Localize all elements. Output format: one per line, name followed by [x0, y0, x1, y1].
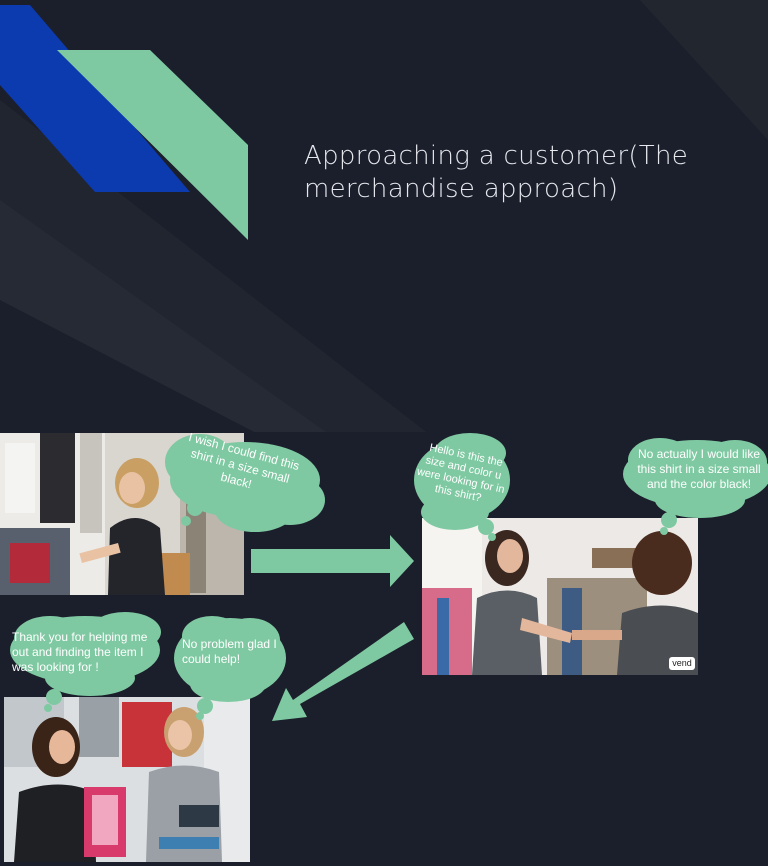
- vend-logo: vend: [669, 657, 695, 670]
- blue-accent-shape: [0, 5, 190, 192]
- photo-associate-helping: [422, 518, 698, 675]
- green-accent-shape: [57, 50, 248, 240]
- customer-browsing-image: [0, 433, 244, 595]
- bubble-text-customer-thanks: Thank you for helping me out and finding…: [12, 630, 148, 674]
- bubble-text-associate-glad: No problem glad I could help!: [182, 637, 277, 666]
- bubble-text-customer-reply: No actually I would like this shirt in a…: [637, 447, 761, 491]
- bg-corner-shade: [640, 0, 768, 140]
- associate-helping-image: [422, 518, 698, 675]
- slide-title: Approaching a customer(The merchandise a…: [304, 141, 689, 204]
- bg-diagonal-band-2: [0, 200, 330, 435]
- photo-customer-browsing: [0, 433, 244, 595]
- photo-customer-checkout: [4, 697, 250, 862]
- customer-checkout-image: [4, 697, 250, 862]
